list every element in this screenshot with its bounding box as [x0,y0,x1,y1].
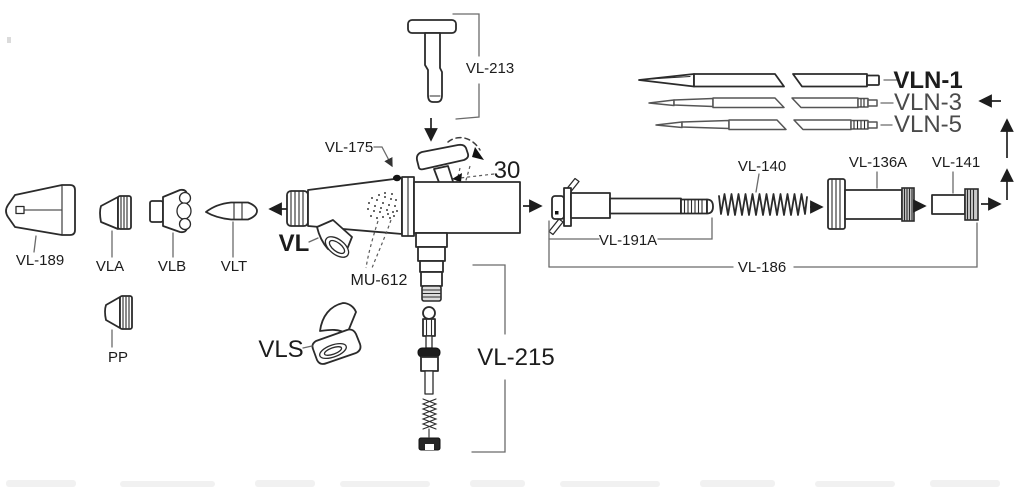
label-vls: VLS [258,336,303,363]
part-vls-siphon-cap: VLS [258,302,362,365]
part-pp: PP [104,295,133,366]
label-vl141: VL-141 [932,154,980,171]
angle-leader-arrowhead [452,173,462,182]
part-body: VL-175 MU-612 VL [279,139,543,289]
label-vl175: VL-175 [325,139,373,156]
part-piston-vl191a: VL-191A [548,177,714,268]
part-vlt-tip: VLT [205,201,287,275]
rotation-arrowhead [472,147,484,160]
part-vla-aircap: VLA [96,195,132,275]
label-vl: VL [279,230,310,257]
part-endcap-vl141: VL-141 [931,154,1002,221]
label-vl215: VL-215 [477,344,554,371]
part-air-valve-assembly: VL-215 [415,232,555,453]
needle-chuck-dot [393,174,401,182]
part-vlb-aircap: VLB [149,188,192,275]
label-vln5: VLN-5 [894,111,962,138]
label-vl140: VL-140 [738,158,786,175]
label-vl213: VL-213 [466,60,514,77]
part-needle-vln1: VLN-1 [638,67,963,94]
label-vla: VLA [96,258,124,275]
label-vlb: VLB [158,258,186,275]
label-vln3: VLN-3 [894,89,962,116]
piston-detail-dot [555,211,559,215]
label-vlt: VLT [221,258,247,275]
label-vl189: VL-189 [16,252,64,269]
part-needle-vln3: VLN-3 [648,89,962,116]
part-sleeve-vl136a: VL-136A [827,154,927,230]
assembly-flow-right [978,94,1014,200]
nut-notch [425,444,434,450]
label-mu612: MU-612 [351,272,408,289]
packing-stipple [367,192,398,219]
label-vl186: VL-186 [738,259,786,276]
part-vl189-protector-cap: VL-189 [5,184,76,269]
part-needle-vln5: VLN-5 [655,111,962,138]
part-handle-vl213: VL-213 [407,13,514,142]
label-vl191a: VL-191A [599,232,657,249]
label-vln1: VLN-1 [893,67,962,94]
label-30-degrees: 30 [494,157,521,184]
scan-artifacts [6,37,1000,487]
label-pp: PP [108,349,128,366]
part-spring-vl140: VL-140 [718,158,824,216]
label-vl136a: VL-136A [849,154,907,171]
bracket-vl186: VL-186 [548,222,978,276]
